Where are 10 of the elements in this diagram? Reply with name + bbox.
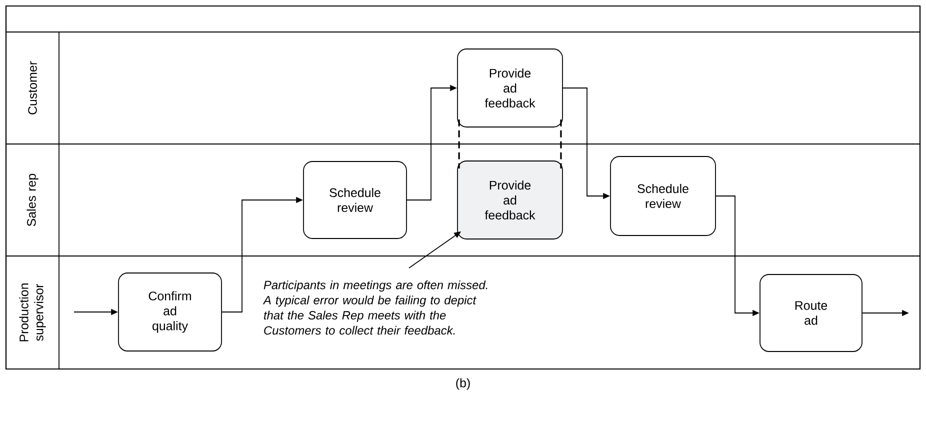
process-box: Schedule review bbox=[610, 156, 716, 236]
process-box: Confirm ad quality bbox=[118, 272, 222, 352]
dashed-link bbox=[560, 119, 562, 169]
process-box: Provide ad feedback bbox=[457, 160, 563, 240]
caption: (b) bbox=[456, 378, 470, 390]
dashed-link bbox=[458, 119, 460, 169]
process-box: Route ad bbox=[760, 274, 862, 352]
annotation-text: Participants in meetings are often missed. A typical error would be failing to depict that the Sales Rep meets with the Customers to collect their feedback. bbox=[262, 280, 488, 335]
process-box: Provide ad feedback bbox=[457, 48, 563, 128]
process-box: Schedule review bbox=[303, 161, 407, 239]
